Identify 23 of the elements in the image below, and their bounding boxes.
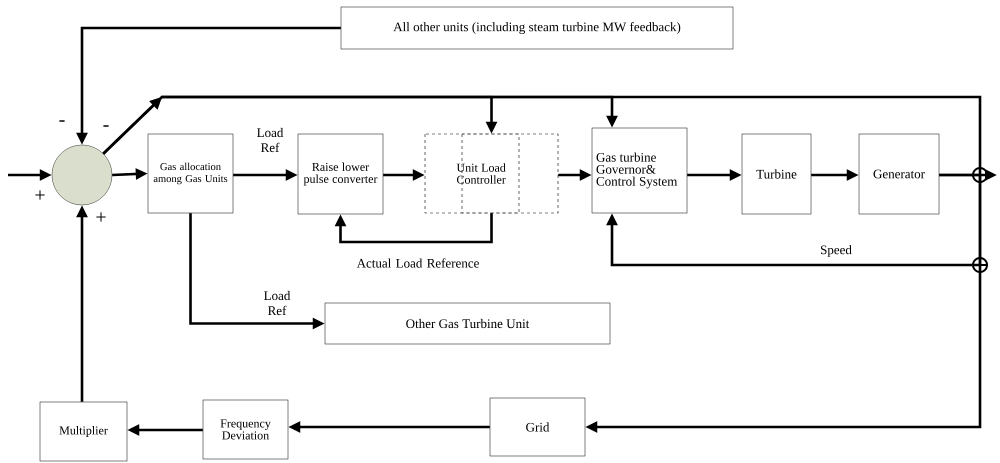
process-box: Grid [490,398,586,456]
process-box: Gas turbine Governor& Control System [592,128,688,214]
arrow [102,96,982,433]
sign-label: - [59,120,65,122]
process-box: Frequency Deviation [202,400,288,460]
dashed-controller-box: Unit Load Controller [424,134,558,214]
summing-junction [52,144,112,206]
sign-label: + [35,190,45,200]
arrow [606,174,982,266]
process-box: Other Gas Turbine Unit [324,302,610,344]
edge-label: Speed [821,245,852,257]
edge-label: Load Ref [257,128,284,152]
edge-label: Load Ref [264,290,290,316]
process-box: Generator [858,134,940,214]
process-box: Raise lower pulse converter [298,134,384,214]
process-box: Multiplier [40,402,128,462]
process-box: Turbine [742,134,812,214]
edge-label: Actual Load Reference [356,258,479,268]
sign-label: + [96,212,106,222]
sign-label: - [103,125,109,127]
process-box: Gas allocation among Gas Units [148,134,234,214]
arrow [334,213,493,244]
process-box: All other units (including steam turbine MW feedback) [340,6,734,50]
